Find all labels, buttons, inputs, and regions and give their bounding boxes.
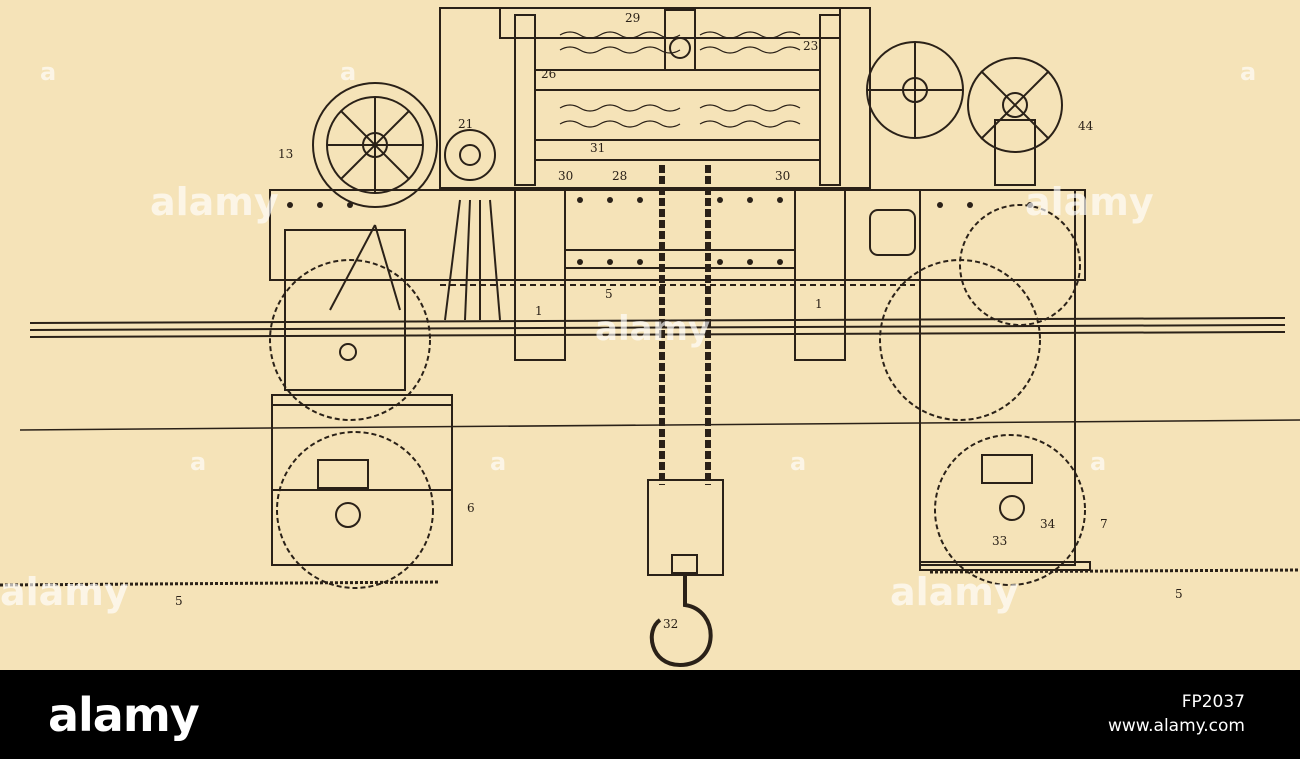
label-part-34: 34 bbox=[1040, 517, 1056, 531]
watermark-mark: a bbox=[490, 448, 506, 476]
label-part-5-left: 5 bbox=[175, 594, 183, 608]
label-part-31: 31 bbox=[590, 141, 605, 155]
winding-drum-assembly bbox=[439, 7, 871, 189]
label-part-5-right: 5 bbox=[1175, 587, 1183, 601]
label-part-26: 26 bbox=[541, 67, 556, 81]
label-part-13: 13 bbox=[278, 147, 293, 161]
watermark-mark: a bbox=[40, 58, 56, 86]
crane-trolley-diagram: 29 23 26 21 13 31 30 28 30 5 1 1 5 6 32 … bbox=[0, 7, 1300, 668]
site-url: www.alamy.com bbox=[1107, 716, 1245, 736]
label-part-7: 7 bbox=[1100, 517, 1108, 531]
label-part-29: 29 bbox=[625, 11, 640, 25]
label-part-28: 28 bbox=[612, 169, 627, 183]
watermark-text: alamy bbox=[150, 180, 279, 224]
brake-levers bbox=[329, 199, 501, 321]
label-part-21: 21 bbox=[458, 117, 473, 131]
frame-rivets bbox=[287, 197, 1033, 265]
image-id: FP2037 bbox=[1181, 692, 1245, 712]
label-part-6: 6 bbox=[467, 501, 475, 515]
stock-footer-bar: alamy FP2037 www.alamy.com bbox=[0, 670, 1300, 759]
label-part-32: 32 bbox=[663, 617, 678, 631]
watermark-mark: a bbox=[790, 448, 806, 476]
hook-block bbox=[647, 479, 724, 668]
watermark-mark: a bbox=[190, 448, 206, 476]
watermark-mark: a bbox=[1090, 448, 1106, 476]
label-part-1-right: 1 bbox=[815, 297, 823, 311]
hoist-chains bbox=[659, 165, 711, 485]
ground-rail-lines bbox=[0, 568, 1300, 587]
engraving-figure: 29 23 26 21 13 31 30 28 30 5 1 1 5 6 32 … bbox=[0, 0, 1300, 670]
watermark-text: alamy bbox=[890, 570, 1019, 614]
label-part-30-right: 30 bbox=[775, 169, 790, 183]
sheave-wheels bbox=[312, 41, 1063, 208]
label-part-30-left: 30 bbox=[558, 169, 573, 183]
trolley-frame bbox=[269, 189, 1086, 361]
label-part-1-left: 1 bbox=[535, 304, 543, 318]
label-part-5-upper: 5 bbox=[605, 287, 613, 301]
watermark-mark: a bbox=[1240, 58, 1256, 86]
watermark-mark: a bbox=[340, 58, 356, 86]
left-end-carriage bbox=[269, 229, 453, 589]
drum-chain-coils bbox=[559, 31, 801, 128]
alamy-logo: alamy bbox=[48, 688, 200, 742]
watermark-text: alamy bbox=[595, 309, 710, 349]
label-part-33: 33 bbox=[992, 534, 1007, 548]
label-part-44: 44 bbox=[1078, 119, 1094, 133]
right-end-carriage bbox=[879, 189, 1091, 586]
watermark-text: alamy bbox=[0, 570, 129, 614]
watermark-text: alamy bbox=[1025, 180, 1154, 224]
label-part-23: 23 bbox=[803, 39, 818, 53]
